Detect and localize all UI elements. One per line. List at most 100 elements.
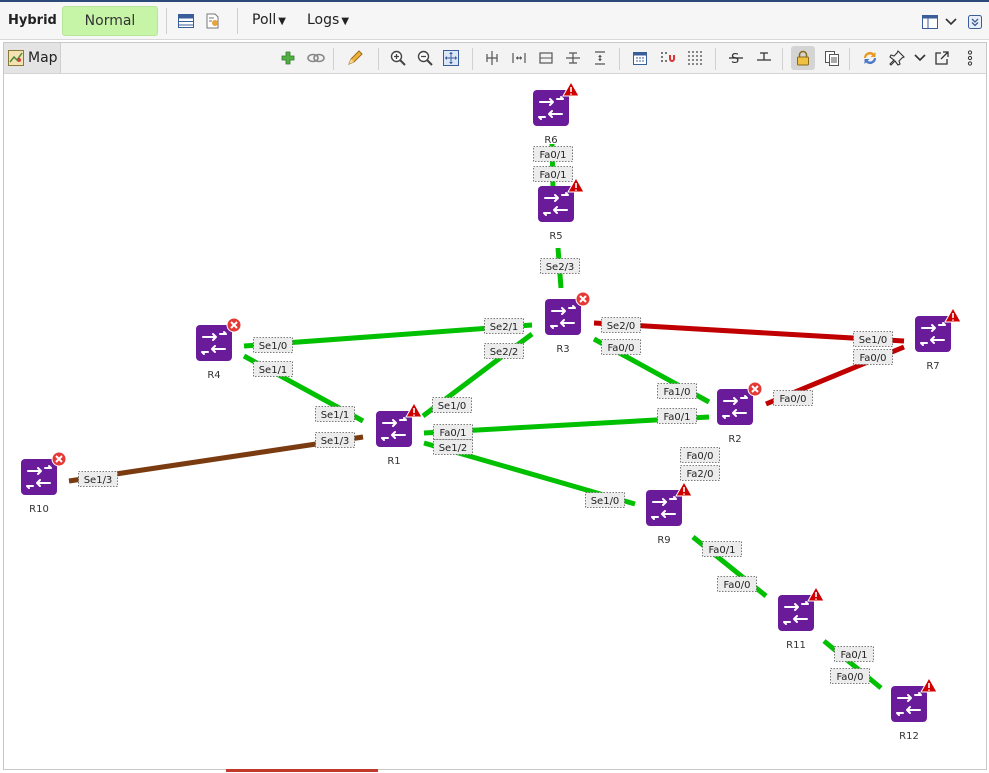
toolbar-divider — [237, 8, 238, 34]
poll-menu[interactable]: Poll▼ — [252, 12, 286, 28]
chevron-down-icon[interactable] — [941, 12, 961, 32]
interface-label-text: Fa0/0 — [607, 343, 634, 354]
pen-icon[interactable] — [345, 48, 365, 68]
zoom-in-icon[interactable] — [388, 48, 408, 68]
interface-label[interactable]: Se1/3 — [315, 432, 355, 448]
fit-icon[interactable] — [441, 48, 461, 68]
interface-label[interactable]: Se1/3 — [78, 471, 118, 487]
router-r12[interactable]: R12 — [891, 676, 938, 742]
interface-label[interactable]: Fa0/1 — [834, 646, 874, 662]
router-r10[interactable]: R10 — [21, 451, 67, 515]
pin-icon[interactable] — [887, 48, 907, 68]
router-r2[interactable]: R2 — [717, 381, 763, 445]
interface-label-text: Se1/2 — [439, 443, 468, 454]
interface-label[interactable]: Fa0/0 — [853, 349, 893, 365]
align-h-icon[interactable] — [482, 48, 502, 68]
copy-icon[interactable] — [822, 48, 842, 68]
interface-label-text: Se2/0 — [607, 321, 636, 332]
map-icon — [8, 50, 24, 66]
logs-menu[interactable]: Logs▼ — [307, 12, 350, 28]
interface-label[interactable]: Se1/0 — [585, 492, 625, 508]
interface-label-text: Fa0/1 — [708, 545, 735, 556]
interface-label-text: Fa0/1 — [663, 412, 690, 423]
router-label: R12 — [899, 731, 919, 742]
add-icon[interactable] — [278, 48, 298, 68]
error-icon — [575, 291, 591, 307]
interface-label[interactable]: Se2/0 — [601, 317, 641, 333]
interface-label[interactable]: Fa2/0 — [680, 465, 720, 481]
align-v-icon[interactable] — [536, 48, 556, 68]
zoom-out-icon[interactable] — [415, 48, 435, 68]
interface-label[interactable]: Fa0/0 — [830, 668, 870, 684]
router-r11[interactable]: R11 — [778, 585, 825, 651]
center-v-icon[interactable] — [563, 48, 583, 68]
status-badge[interactable]: Normal — [62, 6, 158, 36]
link-icon[interactable] — [306, 48, 326, 68]
interface-label[interactable]: Fa0/1 — [702, 541, 742, 557]
router-r9[interactable]: R9 — [646, 480, 693, 546]
router-r5[interactable]: R5 — [538, 176, 585, 242]
strike-icon[interactable]: S — [726, 48, 746, 68]
lock-icon[interactable] — [791, 46, 815, 70]
table-icon[interactable] — [176, 11, 196, 31]
router-icon — [722, 395, 748, 419]
interface-label-text: Fa0/1 — [539, 150, 566, 161]
grid-icon[interactable] — [685, 48, 705, 68]
interface-label-text: Fa0/1 — [840, 650, 867, 661]
warning-icon — [920, 676, 938, 693]
router-r3[interactable]: R3 — [545, 291, 591, 355]
interface-label-text: Se1/0 — [591, 496, 620, 507]
interface-label-text: Se2/1 — [490, 322, 519, 333]
interface-label[interactable]: Fa1/0 — [657, 383, 697, 399]
interface-label[interactable]: Fa0/0 — [601, 339, 641, 355]
router-r7[interactable]: R7 — [915, 306, 962, 372]
interface-label[interactable]: Fa0/1 — [533, 166, 573, 182]
tab-map[interactable]: Map — [4, 43, 61, 73]
interface-label[interactable]: Fa0/1 — [433, 424, 473, 440]
link-r11-r12[interactable] — [822, 639, 883, 690]
interface-label-text: Se1/1 — [321, 410, 350, 421]
router-label: R2 — [728, 434, 741, 445]
router-r6[interactable]: R6 — [533, 80, 580, 146]
calendar-icon[interactable] — [630, 48, 650, 68]
open-external-icon[interactable] — [932, 48, 952, 68]
interface-label[interactable]: Fa0/1 — [657, 408, 697, 424]
interface-label[interactable]: Se1/1 — [315, 406, 355, 422]
error-icon — [747, 381, 763, 397]
interface-label-text: Fa0/1 — [439, 428, 466, 439]
interface-label[interactable]: Se1/0 — [432, 397, 472, 413]
router-r1[interactable]: R1 — [376, 401, 423, 467]
sync-icon[interactable] — [860, 48, 880, 68]
collapse-icon[interactable] — [965, 12, 985, 32]
link-r3-r7[interactable] — [593, 320, 905, 344]
router-icon — [896, 692, 922, 716]
interface-label[interactable]: Se1/2 — [433, 439, 473, 455]
space-h-icon[interactable] — [509, 48, 529, 68]
magnet-icon[interactable] — [658, 48, 678, 68]
layout-icon[interactable] — [920, 12, 940, 32]
router-icon — [543, 192, 569, 216]
interface-label[interactable]: Fa0/0 — [680, 447, 720, 463]
interface-label[interactable]: Fa0/0 — [717, 576, 757, 592]
map-toolbar: Map — [4, 43, 986, 74]
interface-label[interactable]: Fa0/0 — [773, 390, 813, 406]
more-icon[interactable] — [960, 48, 980, 68]
interface-label[interactable]: Fa0/1 — [533, 146, 573, 162]
interface-label[interactable]: Se2/1 — [484, 318, 524, 334]
router-r4[interactable]: R4 — [196, 317, 242, 381]
interface-label[interactable]: Se1/0 — [253, 337, 293, 353]
warning-icon — [567, 176, 585, 193]
interface-label[interactable]: Se2/3 — [540, 258, 580, 274]
interface-label[interactable]: Se1/0 — [853, 331, 893, 347]
export-icon[interactable] — [203, 11, 223, 31]
interface-label[interactable]: Se2/2 — [484, 343, 524, 359]
interface-label-text: Se2/2 — [490, 347, 519, 358]
chevron-down-icon[interactable] — [910, 48, 930, 68]
topology-map[interactable]: Fa0/1Fa0/1Se2/3Se1/0Se2/1Se1/1Se1/1Se2/2… — [4, 74, 986, 769]
baseline-icon[interactable] — [754, 48, 774, 68]
space-v-icon[interactable] — [590, 48, 610, 68]
interface-label[interactable]: Se1/1 — [253, 361, 293, 377]
warning-icon — [562, 80, 580, 97]
link-r10-r1[interactable] — [68, 434, 364, 484]
